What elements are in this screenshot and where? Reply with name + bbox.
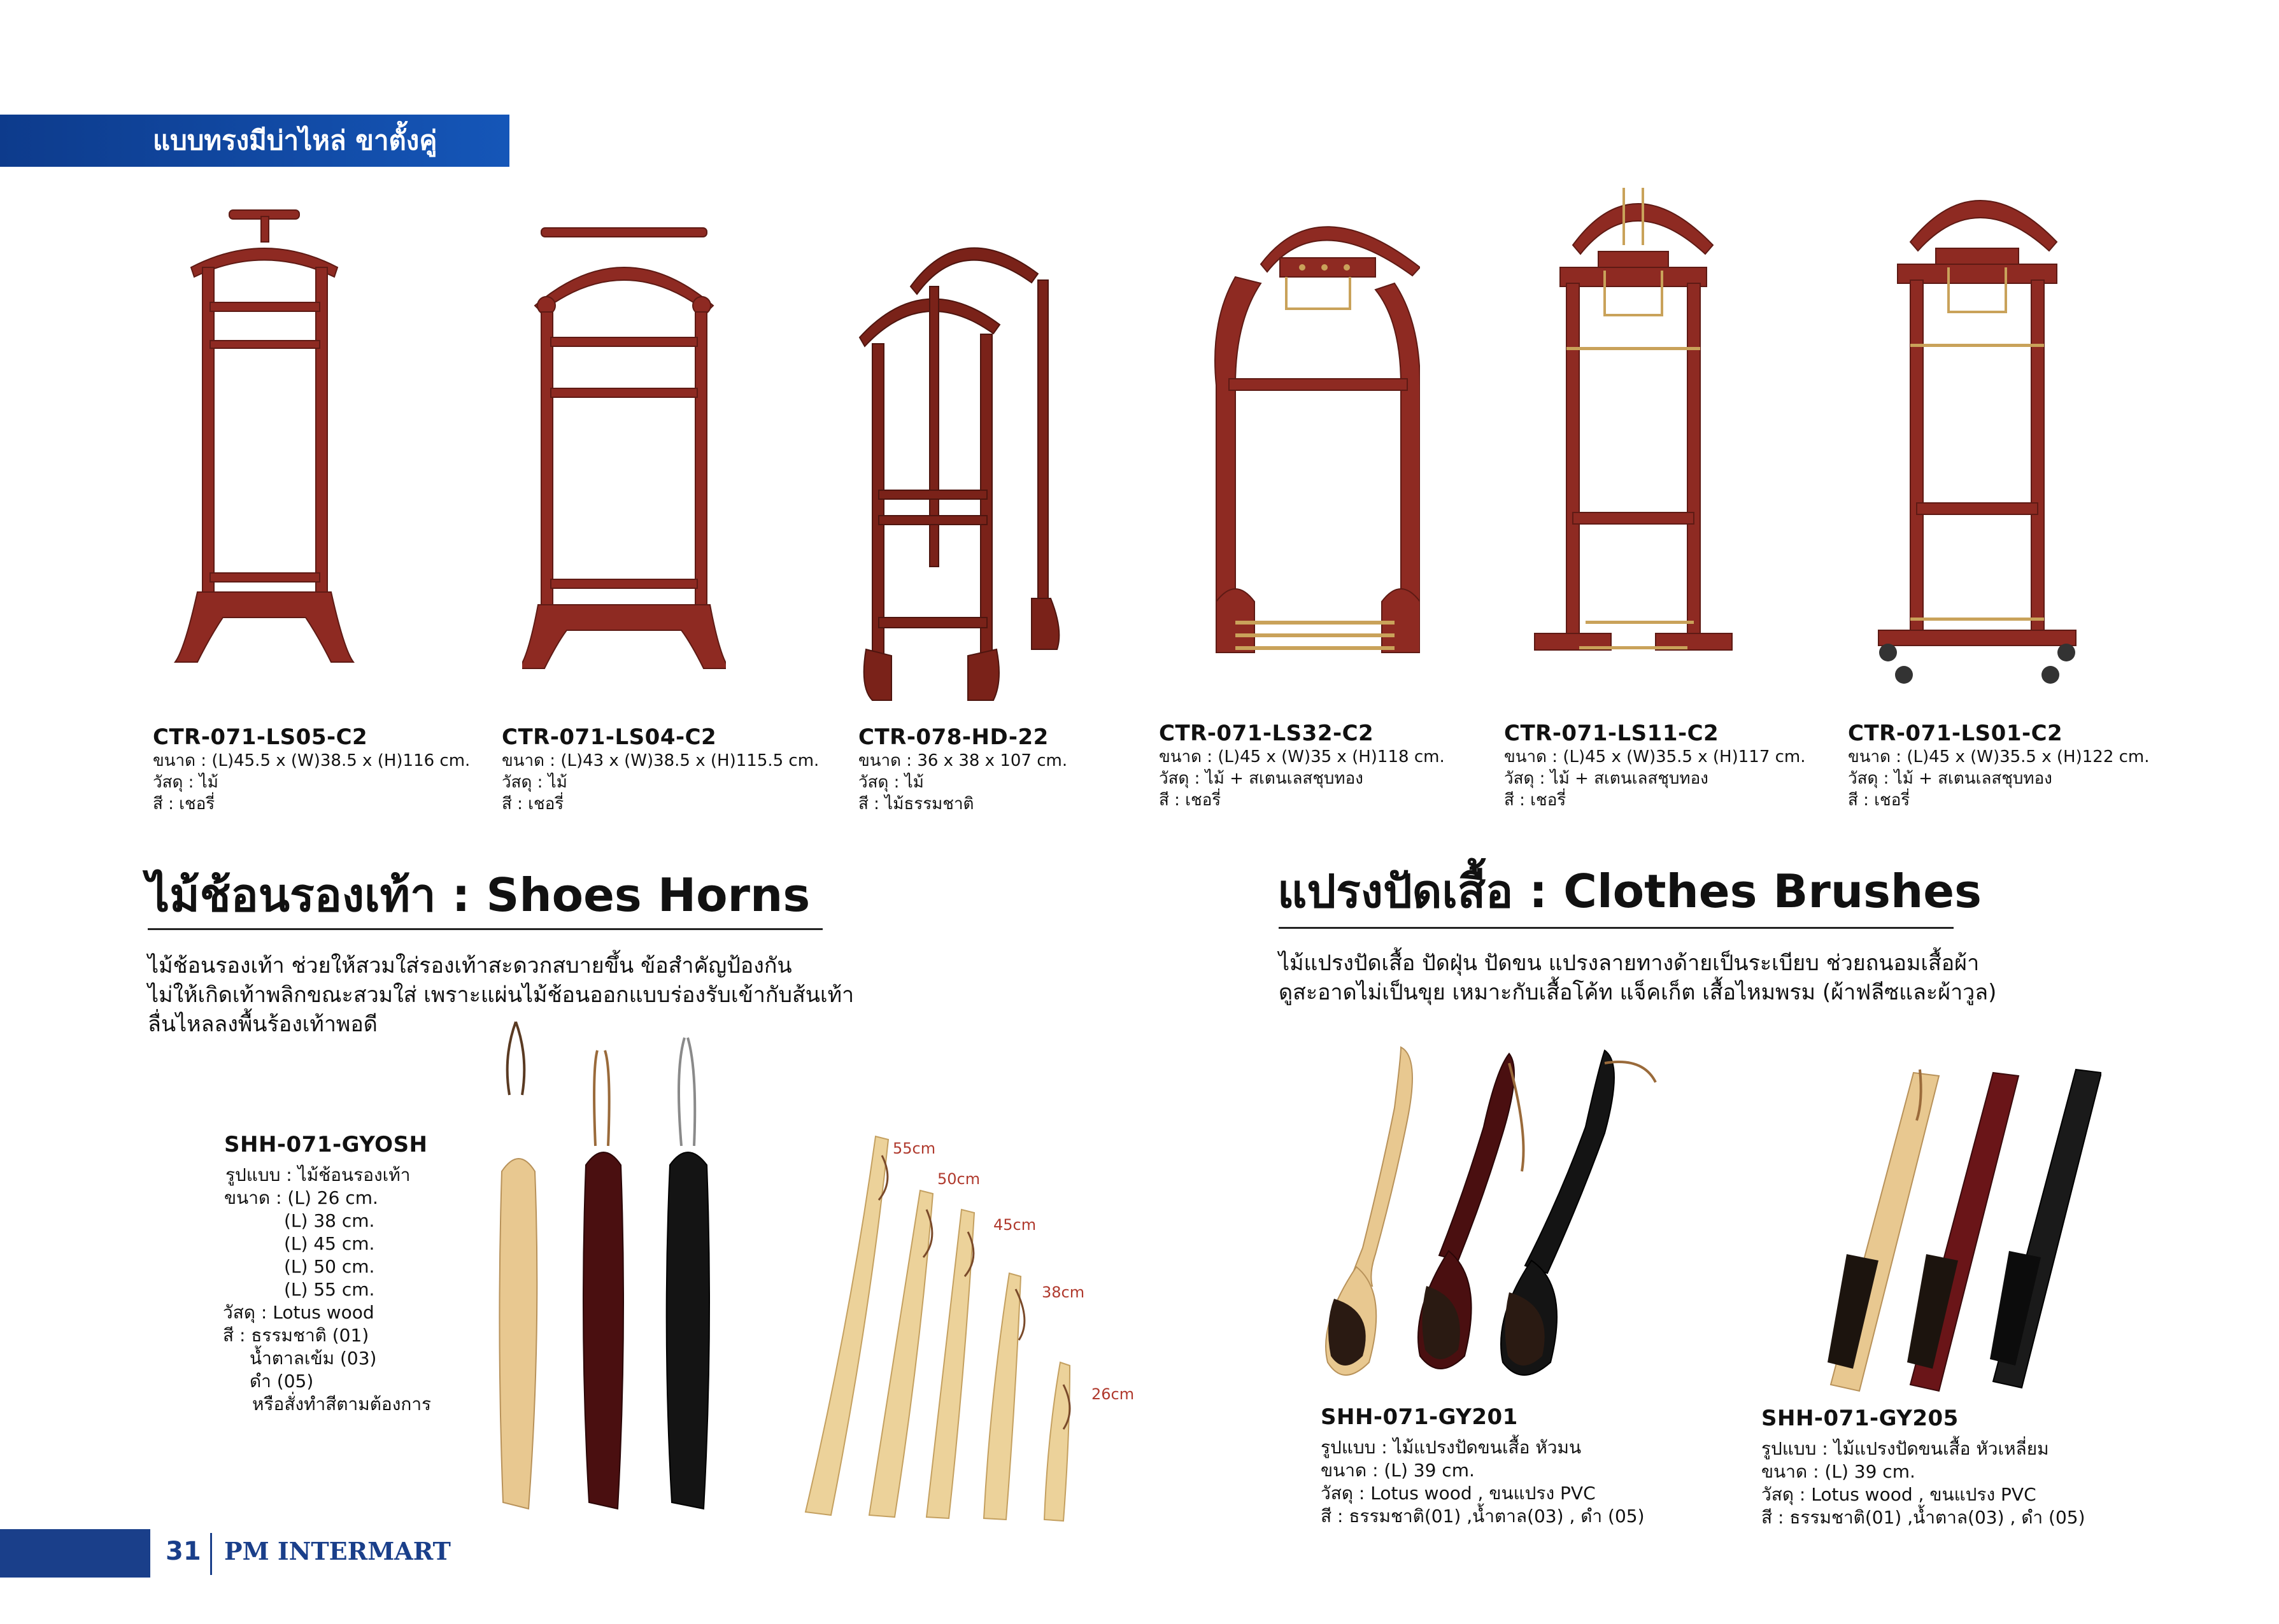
product-material: วัสดุ : ไม้ [153, 773, 218, 792]
brush-section-title: แปรงปัดเสื้อ : Clothes Brushes [1277, 865, 1982, 918]
brush-card-gy205: SHH-071-GY205 รูปแบบ : ไม้แปรงปัดขนเสื้อ… [1761, 1406, 2085, 1528]
shoehorn-product-card: SHH-071-GYOSH รูปแบบ : ไม้ช้อนรองเท้า ขน… [223, 1132, 432, 1415]
shoehorn-title-rule [148, 928, 823, 930]
shoehorn-description: ไม้ช้อนรองเท้า ช่วยให้สวมใส่รองเท้าสะดวก… [148, 953, 855, 1037]
product-color: สี : เชอรี่ [153, 794, 215, 814]
size-label-50: 50cm [937, 1170, 981, 1188]
product-code: SHH-071-GYOSH [224, 1132, 428, 1157]
brush-image-gy201 [1325, 1046, 1657, 1376]
brush-image-gy205 [1828, 1068, 2101, 1392]
shoehorn-image-sizes [804, 1135, 1071, 1522]
product-material: วัสดุ : ไม้ [858, 773, 924, 792]
valet-card-ls32: CTR-071-LS32-C2 ขนาด : (L)45 x (W)35 x (… [1159, 721, 1445, 811]
shoehorn-section-title: ไม้ช้อนรองเท้า : Shoes Horns [146, 868, 811, 922]
product-code: CTR-071-LS11-C2 [1504, 721, 1719, 746]
product-code: CTR-071-LS05-C2 [153, 724, 368, 750]
product-code: CTR-071-LS01-C2 [1848, 721, 2063, 746]
product-code: CTR-071-LS04-C2 [502, 724, 717, 750]
banner-title: แบบทรงมีบ่าไหล่ ขาตั้งคู่ [153, 125, 437, 156]
product-color: สี : เชอรี่ [1848, 791, 1910, 810]
product-code: SHH-071-GY205 [1761, 1406, 1959, 1431]
brush-title-rule [1279, 927, 1954, 929]
valet-image-ls32 [1214, 226, 1420, 653]
valet-card-hd22: CTR-078-HD-22 ขนาด : 36 x 38 x 107 cm. ว… [858, 724, 1067, 815]
product-color: สี : เชอรี่ [1504, 791, 1566, 810]
valet-card-ls11: CTR-071-LS11-C2 ขนาด : (L)45 x (W)35.5 x… [1504, 721, 1806, 811]
product-size: ขนาด : (L)45.5 x (W)38.5 x (H)116 cm. [153, 751, 471, 770]
valet-card-ls01: CTR-071-LS01-C2 ขนาด : (L)45 x (W)35.5 x… [1848, 721, 2150, 811]
product-material: วัสดุ : ไม้ + สเตนเลสชุบทอง [1159, 769, 1363, 788]
valet-image-ls04 [522, 227, 726, 669]
product-size: ขนาด : 36 x 38 x 107 cm. [858, 751, 1068, 770]
brush-card-gy201: SHH-071-GY201 รูปแบบ : ไม้แปรงปัดขนเสื้อ… [1321, 1404, 1645, 1527]
product-code: CTR-071-LS32-C2 [1159, 721, 1374, 746]
valet-card-ls04: CTR-071-LS04-C2 ขนาด : (L)43 x (W)38.5 x… [502, 724, 819, 815]
product-size: ขนาด : (L)43 x (W)38.5 x (H)115.5 cm. [502, 751, 820, 770]
product-color: สี : เชอรี่ [502, 794, 564, 814]
product-color: สี : ไม้ธรรมชาติ [858, 794, 974, 814]
footer-bar [0, 1529, 150, 1578]
valet-image-ls01 [1878, 200, 2077, 684]
product-color: สี : เชอรี่ [1159, 791, 1221, 810]
section-banner [0, 115, 509, 167]
shoehorn-image-colors [499, 1021, 710, 1510]
product-code: CTR-078-HD-22 [858, 724, 1049, 750]
page-number: 31 [166, 1537, 201, 1566]
product-material: วัสดุ : ไม้ + สเตนเลสชุบทอง [1848, 769, 2052, 788]
product-size: ขนาด : (L)45 x (W)35.5 x (H)117 cm. [1504, 747, 1806, 766]
size-label-26: 26cm [1091, 1385, 1135, 1403]
product-code: SHH-071-GY201 [1321, 1404, 1518, 1430]
brand-name: PM INTERMART [224, 1537, 451, 1565]
brush-description: ไม้แปรงปัดเสื้อ ปัดฝุ่น ปัดขน แปรงลายทาง… [1279, 950, 1997, 1005]
footer-divider [210, 1533, 212, 1575]
size-label-45: 45cm [993, 1216, 1037, 1234]
product-material: วัสดุ : ไม้ + สเตนเลสชุบทอง [1504, 769, 1708, 788]
product-material: วัสดุ : ไม้ [502, 773, 567, 792]
valet-card-ls05: CTR-071-LS05-C2 ขนาด : (L)45.5 x (W)38.5… [153, 724, 470, 815]
valet-image-ls05 [174, 209, 355, 663]
product-size: ขนาด : (L)45 x (W)35 x (H)118 cm. [1159, 747, 1445, 766]
valet-image-ls11 [1534, 188, 1733, 651]
size-label-55: 55cm [893, 1140, 936, 1157]
size-label-38: 38cm [1042, 1283, 1085, 1301]
valet-image-hd22 [858, 247, 1060, 701]
product-size: ขนาด : (L)45 x (W)35.5 x (H)122 cm. [1848, 747, 2150, 766]
